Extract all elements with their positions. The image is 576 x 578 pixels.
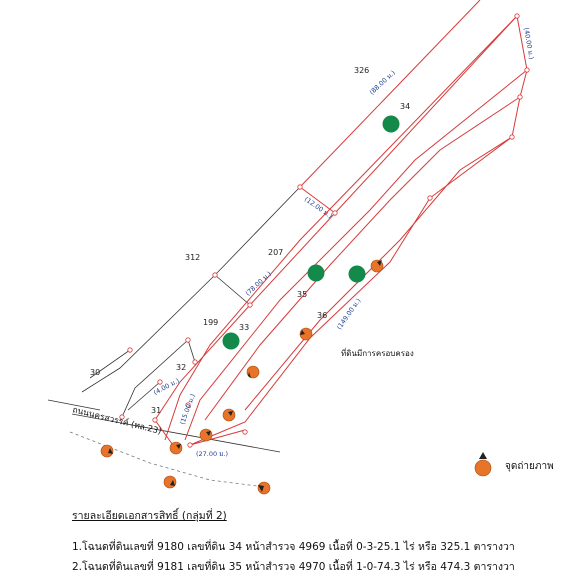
- details-line-1: 1.โฉนดที่ดินเลขที่ 9180 เลขที่ดิน 34 หน้…: [72, 541, 515, 553]
- dim-15m: (15.00 ม.): [178, 393, 196, 426]
- parcel-numbers: 326 34 312 207 199 33 35 36 30 32 31: [90, 66, 410, 415]
- parcel-33: 33: [239, 323, 249, 332]
- boundary-lines: [154, 0, 528, 449]
- photo-points: [100, 259, 492, 495]
- parcel-32: 32: [176, 363, 186, 372]
- camera-point-icon: [257, 481, 271, 495]
- details-title: รายละเอียดเอกสารสิทธิ์ (กลุ่มที่ 2): [72, 510, 227, 522]
- parcel-35: 35: [297, 290, 307, 299]
- occupied-land-label: ที่ดินมีการครอบครอง: [341, 347, 414, 358]
- marker-34: [382, 115, 400, 133]
- dimension-labels: (88.00 ม.) (40.00 ม.) (12.00 ม.) (78.00 …: [152, 27, 535, 458]
- parcel-31: 31: [151, 406, 161, 415]
- parcel-lines: [47, 186, 301, 453]
- road-label: ถนนนครสวรรค์ (ทล.23): [71, 404, 162, 437]
- marker-35b: [348, 265, 366, 283]
- parcel-207: 207: [268, 248, 283, 257]
- document-details: รายละเอียดเอกสารสิทธิ์ (กลุ่มที่ 2) 1.โฉ…: [72, 507, 576, 578]
- camera-point-icon: [222, 408, 236, 422]
- details-line-2: 2.โฉนดที่ดินเลขที่ 9181 เลขที่ดิน 35 หน้…: [72, 561, 515, 573]
- legend-photo-point-label: จุดถ่ายภาพ: [505, 461, 554, 472]
- parcel-34: 34: [400, 102, 410, 111]
- dim-12m: (12.00 ม.): [303, 195, 334, 220]
- site-plan-map: 326 34 312 207 199 33 35 36 30 32 31 (88…: [47, 0, 535, 495]
- legend-camera-point-icon: [474, 459, 492, 477]
- dim-78m: (78.00 ม.): [244, 270, 273, 298]
- camera-point-icon: [299, 327, 313, 341]
- camera-point-icon: [163, 475, 177, 489]
- camera-point-icon: [169, 441, 183, 455]
- dim-149m: (149.00 ม.): [335, 297, 362, 331]
- camera-point-icon: [199, 428, 213, 442]
- parcel-312: 312: [185, 253, 200, 262]
- marker-33: [222, 332, 240, 350]
- parcel-199: 199: [203, 318, 218, 327]
- photo-direction-arrows: [108, 260, 487, 492]
- parcel-36: 36: [317, 311, 327, 320]
- dim-88m: (88.00 ม.): [368, 69, 397, 97]
- parcel-326: 326: [354, 66, 369, 75]
- boundary-vertices: [119, 13, 530, 448]
- marker-35a: [307, 264, 325, 282]
- dim-27m: (27.00 ม.): [196, 450, 228, 458]
- parcel-30: 30: [90, 368, 100, 377]
- parcel-markers: [222, 115, 400, 350]
